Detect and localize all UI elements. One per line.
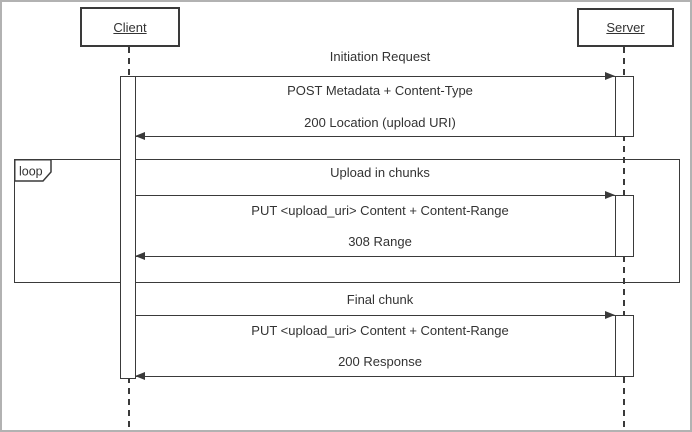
request-line-1 [135,76,616,77]
server-activation-bar-3 [615,315,634,377]
section-label-upload-chunks: Upload in chunks [330,165,430,180]
request-arrowhead-right-icon [605,191,615,199]
response-line-3 [135,376,616,377]
response-message-3: 200 Response [338,354,422,369]
actor-label-client: Client [113,19,147,35]
loop-fragment-frame [14,159,680,283]
response-arrowhead-left-icon [135,252,145,260]
request-message-3: PUT <upload_uri> Content + Content-Range [251,323,509,338]
request-line-3 [135,315,616,316]
request-arrowhead-right-icon [605,72,615,80]
response-message-2: 308 Range [348,234,412,249]
request-line-2 [135,195,616,196]
actor-box-client: Client [80,7,180,47]
server-activation-bar-1 [615,76,634,137]
response-line-1 [135,136,616,137]
loop-operator-tab: loop [14,159,52,182]
actor-box-server: Server [577,8,674,47]
request-arrowhead-right-icon [605,311,615,319]
server-activation-bar-2 [615,195,634,257]
section-label-final-chunk: Final chunk [346,292,414,307]
request-message-1: POST Metadata + Content-Type [287,83,473,98]
request-message-2: PUT <upload_uri> Content + Content-Range [251,203,509,218]
section-label-initiation: Initiation Request [329,49,431,64]
response-line-2 [135,256,616,257]
loop-operator-label: loop [19,165,43,179]
response-arrowhead-left-icon [135,372,145,380]
actor-label-server: Server [606,20,645,35]
client-activation-bar [120,76,136,379]
response-message-1: 200 Location (upload URI) [304,115,456,130]
response-arrowhead-left-icon [135,132,145,140]
